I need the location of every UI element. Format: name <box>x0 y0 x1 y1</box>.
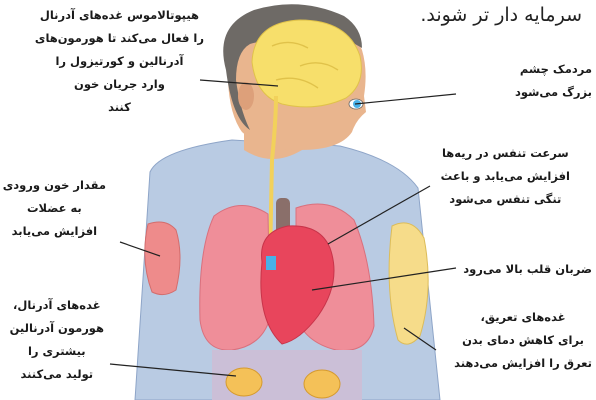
adrenal-gland-left <box>226 368 262 396</box>
label-sweat: غده‌های تعریق، برای کاهش دمای بدن تعرق ر… <box>454 306 592 375</box>
label-line: سرعت تنفس در ریه‌ها <box>441 142 570 165</box>
label-line: تنگی تنفس می‌شود <box>441 188 570 211</box>
lung-left <box>200 205 270 350</box>
label-heartbeat: ضربان قلب بالا می‌رود <box>463 258 592 281</box>
label-adrenal: غده‌های آدرنال، هورمون آدرنالین بیشتری ر… <box>10 294 104 386</box>
label-line: به عضلات <box>3 197 106 220</box>
label-line: غده‌های تعریق، <box>454 306 592 329</box>
label-line: هورمون آدرنالین <box>10 317 104 340</box>
label-hypothalamus: هیپوتالاموس غده‌های آدرنال را فعال می‌کن… <box>35 4 204 119</box>
label-line: بیشتری را <box>10 340 104 363</box>
label-line: تولید می‌کنند <box>10 363 104 386</box>
adrenal-gland-right <box>304 370 340 398</box>
label-line: کنند <box>35 96 204 119</box>
label-line: افزایش می‌یابد <box>3 220 106 243</box>
arm-muscle <box>145 222 180 295</box>
label-line: آدرنالین و کورتیزول را <box>35 50 204 73</box>
label-line: ضربان قلب بالا می‌رود <box>463 258 592 281</box>
label-pupil: مردمک چشم بزرگ می‌شود <box>515 58 592 104</box>
sweat-gland <box>389 223 428 344</box>
label-line: وارد جریان خون <box>35 73 204 96</box>
label-line: را فعال می‌کند تا هورمون‌های <box>35 27 204 50</box>
ear <box>238 82 254 110</box>
label-muscle-blood: مقدار خون ورودی به عضلات افزایش می‌یابد <box>3 174 106 243</box>
leader-pupil <box>355 94 456 104</box>
label-line: مردمک چشم <box>515 58 592 81</box>
label-line: غده‌های آدرنال، <box>10 294 104 317</box>
nerve-node <box>266 256 276 270</box>
label-line: بزرگ می‌شود <box>515 81 592 104</box>
label-line: افزایش می‌یابد و باعث <box>441 165 570 188</box>
label-line: تعرق را افزایش می‌دهند <box>454 352 592 375</box>
top-caption: سرمایه دار تر شوند. <box>420 4 582 26</box>
label-line: مقدار خون ورودی <box>3 174 106 197</box>
label-line: هیپوتالاموس غده‌های آدرنال <box>35 4 204 27</box>
label-line: برای کاهش دمای بدن <box>454 329 592 352</box>
label-breathing: سرعت تنفس در ریه‌ها افزایش می‌یابد و باع… <box>441 142 570 211</box>
